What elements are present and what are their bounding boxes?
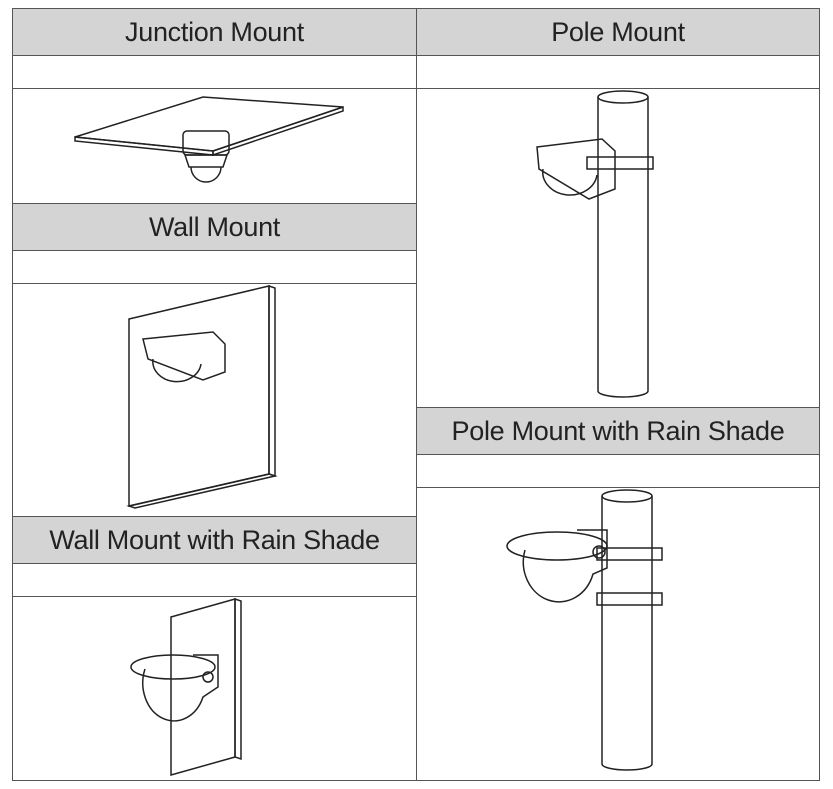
junction-mount-header: Junction Mount <box>12 8 417 56</box>
pole-mount-image-cell <box>416 88 820 408</box>
wall-mount-rain-shade-title: Wall Mount with Rain Shade <box>49 524 380 555</box>
pole-mount-blank-row <box>416 55 820 89</box>
wall-mount-rain-shade-illustration <box>130 597 242 776</box>
wall-mount-title: Wall Mount <box>148 211 281 242</box>
pole-mount-title: Pole Mount <box>551 16 685 47</box>
wall-mount-rain-shade-image-cell <box>12 596 417 781</box>
pole-mount-illustration <box>536 90 654 398</box>
pole-mount-rain-shade-title: Pole Mount with Rain Shade <box>451 415 785 446</box>
pole-mount-rain-shade-illustration <box>506 489 663 771</box>
pole-mount-header: Pole Mount <box>416 8 820 56</box>
wall-mount-illustration <box>126 284 278 509</box>
junction-mount-illustration <box>74 96 344 183</box>
wall-mount-image-cell <box>12 283 417 517</box>
wall-mount-blank-row <box>12 250 417 284</box>
pole-mount-rain-shade-header: Pole Mount with Rain Shade <box>416 407 820 455</box>
junction-mount-blank-row <box>12 55 417 89</box>
wall-mount-rain-shade-blank-row <box>12 563 417 597</box>
pole-mount-rain-shade-blank-row <box>416 454 820 488</box>
junction-mount-image-cell <box>12 88 417 204</box>
pole-mount-rain-shade-image-cell <box>416 487 820 781</box>
wall-mount-header: Wall Mount <box>12 203 417 251</box>
junction-mount-title: Junction Mount <box>125 16 304 47</box>
wall-mount-rain-shade-header: Wall Mount with Rain Shade <box>12 516 417 564</box>
